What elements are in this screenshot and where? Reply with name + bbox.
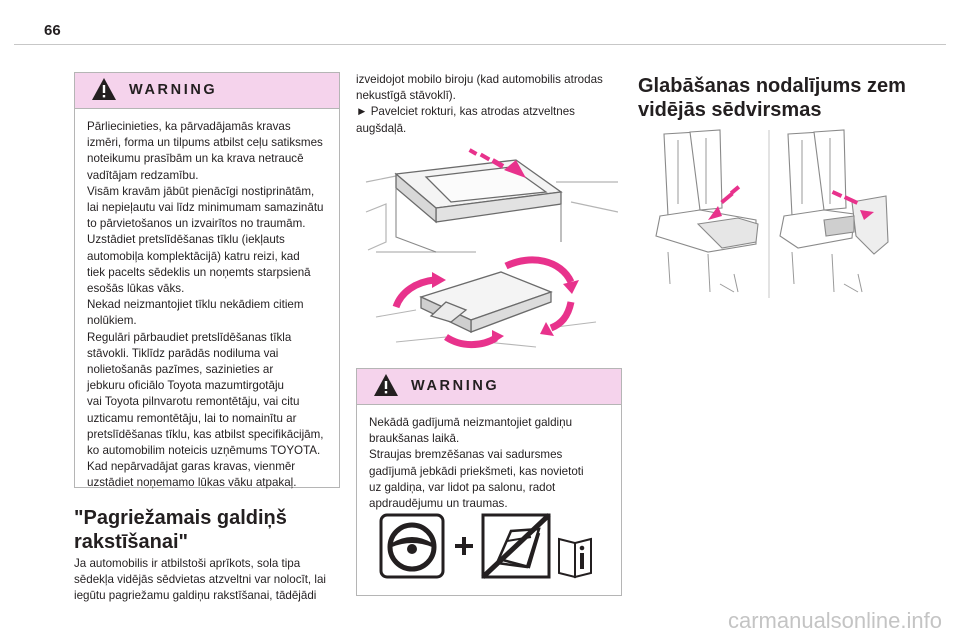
warning-header: WARNING (75, 73, 339, 109)
heading-line: "Pagriežamais galdiņš (74, 507, 287, 529)
header-divider (14, 44, 946, 45)
warning-box-load: WARNING Pārliecinieties, ka pārvadājamās… (74, 72, 340, 489)
text-line: uz galdiņa, var lidot pa salonu, radot (369, 480, 556, 494)
warning-pictogram (379, 513, 592, 579)
section-text-table: Ja automobilis ir atbilstoši aprīkots, s… (74, 556, 354, 605)
text-line: stāvokli. Tiklīdz parādās nodiluma vai (87, 346, 279, 360)
heading-line: Glabāšanas nodalījums zem (638, 75, 906, 97)
text-line: sēdekļa vidējās sēdvietas atzveltni var … (74, 573, 326, 587)
figure-under-seat-storage (638, 124, 900, 302)
text-line: vai Toyota pilnvarotu remontētāju, vai c… (87, 395, 300, 409)
text-line: Pārliecinieties, ka pārvadājamās kravas (87, 120, 291, 133)
text-line: Regulāri pārbaudiet pretslīdēšanas tīkla (87, 330, 292, 344)
warning-triangle-icon (92, 78, 116, 100)
manual-info-icon (558, 537, 592, 579)
text-line: ► Pavelciet rokturi, kas atrodas atzvelt… (356, 105, 575, 119)
text-line: izmēri, forma un tilpums atbilst ceļu sa… (87, 136, 323, 150)
text-line: gadījumā jebkādi priekšmeti, kas novieto… (369, 464, 584, 478)
text-line: Nekādā gadījumā neizmantojiet galdiņu (369, 416, 573, 429)
text-line: noteikumu prasībām un ka krava netraucē (87, 152, 304, 166)
watermark: carmanualsonline.info (727, 608, 942, 633)
text-line: apdraudējumu un traumas. (369, 497, 508, 511)
text-line: nolietošanās pazīmes, sazinieties ar (87, 363, 274, 377)
column2-text: izveidojot mobilo biroju (kad automobili… (356, 72, 626, 137)
page-number: 66 (44, 22, 61, 39)
text-line: Ja automobilis ir atbilstoši aprīkots, s… (74, 557, 301, 570)
text-line: augšdaļā. (356, 121, 407, 135)
text-line: Nekad neizmantojiet tīklu nekādiem citie… (87, 298, 304, 312)
text-line: Kad nepārvadājat garas kravas, vienmēr (87, 460, 296, 474)
text-line: Straujas bremzēšanas vai sadursmes (369, 448, 563, 462)
text-line: uzticamu remontētāju, lai to nomainītu a… (87, 411, 297, 425)
heading-line: vidējās sēdvirsmas (638, 99, 822, 121)
warning-triangle-icon (374, 374, 398, 396)
warning-title: WARNING (129, 82, 218, 98)
warning-title: WARNING (411, 378, 500, 394)
text-line: tiek pacelts sēdeklis un noņemts starpsi… (87, 265, 311, 279)
text-line: jebkuru oficiālo Toyota mazumtirgotāju (87, 379, 284, 393)
text-line: iegūtu pagriežamu galdiņu rakstīšanai, t… (74, 589, 317, 603)
heading-line: rakstīšanai" (74, 531, 188, 553)
warning-text: Nekādā gadījumā neizmantojiet galdiņu bra… (357, 405, 621, 512)
warning-header: WARNING (357, 369, 621, 405)
section-heading-table: "Pagriežamais galdiņš rakstīšanai" (74, 506, 354, 554)
section-heading-storage: Glabāšanas nodalījums zem vidējās sēdvir… (638, 74, 938, 122)
text-line: to pārvietošanos un izvairītos no traumā… (87, 217, 306, 231)
text-line: vadītājam redzamību. (87, 168, 199, 182)
text-line: pretslīdēšanas tīklu, kas atbilst specif… (87, 427, 324, 441)
text-line: automobiļa komplektācijā) katru reizi, k… (87, 249, 300, 263)
text-line: esošās lūkas vāks. (87, 282, 185, 296)
figure-swivel-table (356, 142, 618, 358)
text-line: nolūkiem. (87, 314, 137, 328)
text-line: Visām kravām jābūt pienācīgi nostiprināt… (87, 184, 315, 198)
steering-wheel-icon (379, 513, 445, 579)
no-seat-icon (481, 513, 551, 579)
text-line: braukšanas laikā. (369, 432, 460, 446)
text-line: nekustīgā stāvoklī). (356, 89, 456, 103)
warning-box-table: WARNING Nekādā gadījumā neizmantojiet ga… (356, 368, 622, 596)
text-line: lai nepieļautu vai līdz minimumam samazi… (87, 201, 324, 215)
text-line: uzstādiet noņemamo lūkas vāku atpakaļ. (87, 476, 297, 490)
warning-text: Pārliecinieties, ka pārvadājamās kravas i… (75, 109, 339, 492)
text-line: ko automobilim noteicis uzņēmums TOYOTA. (87, 444, 321, 458)
text-line: Uzstādiet pretslīdēšanas tīklu (iekļauts (87, 233, 285, 247)
text-line: izveidojot mobilo biroju (kad automobili… (356, 73, 603, 86)
